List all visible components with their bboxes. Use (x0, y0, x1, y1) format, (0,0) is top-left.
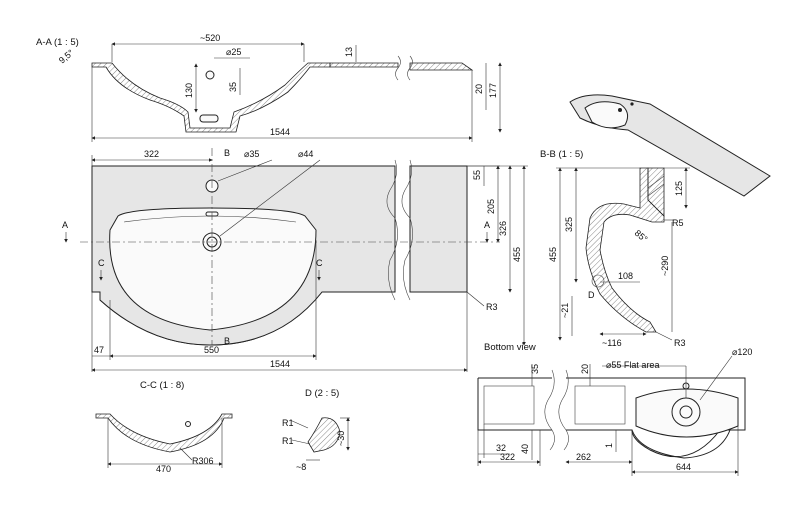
bb-detail-d-circle (591, 274, 605, 288)
marker-c-left: C (98, 258, 105, 268)
bv-dim-32: 32 (496, 443, 506, 453)
cc-profile (95, 413, 233, 453)
cc-dim-r306: R306 (192, 456, 214, 466)
top-dim-1544: 1544 (270, 359, 290, 369)
section-bb-title: B-B (1 : 5) (540, 149, 583, 160)
detail-d-view: D (2 : 5) R1 R1 ~30 ~8 (282, 388, 350, 472)
bb-profile (585, 167, 665, 333)
detail-d-r1-b: R1 (282, 436, 294, 446)
bb-dim-455: 455 (548, 247, 558, 262)
marker-b-top: B (224, 148, 230, 158)
bb-dim-r5: R5 (672, 218, 684, 228)
top-dim-455: 455 (512, 247, 522, 262)
aa-dim-thickness: 13 (344, 47, 354, 57)
bv-dim-1: 1 (604, 443, 614, 448)
top-dim-326: 326 (498, 221, 508, 236)
marker-b-bottom: B (224, 336, 230, 346)
bv-dim-40: 40 (520, 444, 530, 454)
bb-dim-116: ~116 (602, 338, 622, 348)
marker-a-left: A (62, 220, 68, 230)
bv-dim-d120: ⌀120 (732, 347, 752, 357)
section-aa-view: A-A (1 : 5) 9,5° ~520 ⌀25 13 130 35 20 1… (36, 33, 502, 142)
aa-dim-width: ~520 (200, 33, 220, 43)
bv-dim-20: 20 (580, 364, 590, 374)
detail-d-dim-30: ~30 (336, 431, 346, 446)
section-cc-view: C-C (1 : 8) 470 R306 (95, 380, 233, 474)
section-bb-view: B-B (1 : 5) D 455 325 125 R5 85° ~290 10… (540, 149, 690, 348)
detail-d-profile (307, 417, 341, 453)
aa-break-mark-2 (407, 55, 413, 81)
section-aa-title: A-A (1 : 5) (36, 37, 79, 48)
bottom-view: 35 20 ⌀55 Flat area ⌀120 1 32 322 40 262… (477, 347, 752, 476)
aa-angle-label: 9,5° (57, 47, 76, 65)
aa-dim-20: 20 (474, 84, 484, 94)
aa-dim-hole: ⌀25 (226, 47, 241, 57)
top-view-countertop-right (409, 165, 468, 293)
bb-dim-108: 108 (618, 271, 633, 281)
aa-dim-177: 177 (488, 83, 498, 98)
cc-dim-470: 470 (156, 464, 171, 474)
top-dim-55: 55 (472, 170, 482, 180)
aa-tap-hole (205, 70, 215, 80)
bb-detail-d-label: D (588, 290, 595, 300)
bb-dim-290: ~290 (660, 256, 670, 276)
bv-dim-262: 262 (576, 452, 591, 462)
bv-dim-flat-area: ⌀55 Flat area (606, 360, 659, 370)
aa-break-mark (395, 55, 401, 81)
top-view-basin-outline (109, 207, 317, 331)
aa-top-slab (329, 62, 399, 68)
top-dim-d44: ⌀44 (298, 149, 313, 159)
bb-dim-125: 125 (674, 181, 684, 196)
detail-d-dim-8: ~8 (296, 462, 306, 472)
top-dim-205: 205 (486, 199, 496, 214)
bb-dim-325: 325 (564, 217, 574, 232)
top-dim-47: 47 (94, 345, 104, 355)
section-cc-title: C-C (1 : 8) (140, 380, 184, 391)
marker-a-right: A (484, 220, 490, 230)
bb-dim-r3: R3 (674, 338, 686, 348)
top-dim-d35: ⌀35 (244, 149, 259, 159)
aa-overflow-slot (199, 114, 219, 123)
aa-dim-130: 130 (184, 83, 194, 98)
aa-dim-total: 1544 (270, 127, 290, 137)
detail-d-title: D (2 : 5) (305, 388, 339, 399)
bb-dim-21: ~21 (560, 303, 570, 318)
bv-dim-322: 322 (500, 452, 515, 462)
top-dim-r3: R3 (486, 302, 498, 312)
isometric-preview (569, 94, 771, 197)
bv-dim-644: 644 (676, 462, 691, 472)
bottom-view-title: Bottom view (484, 342, 536, 353)
bb-dim-85deg: 85° (633, 228, 650, 245)
aa-dim-35: 35 (228, 82, 238, 92)
top-view: A A B B C C 322 ⌀35 ⌀44 55 205 326 455 R… (62, 148, 536, 372)
top-dim-322: 322 (144, 149, 159, 159)
aa-top-slab-right (409, 62, 474, 71)
top-dim-550: 550 (204, 345, 219, 355)
bv-dim-35: 35 (530, 364, 540, 374)
detail-d-r1-a: R1 (282, 418, 294, 428)
bottom-view-drain (679, 405, 693, 419)
marker-c-right: C (316, 258, 323, 268)
